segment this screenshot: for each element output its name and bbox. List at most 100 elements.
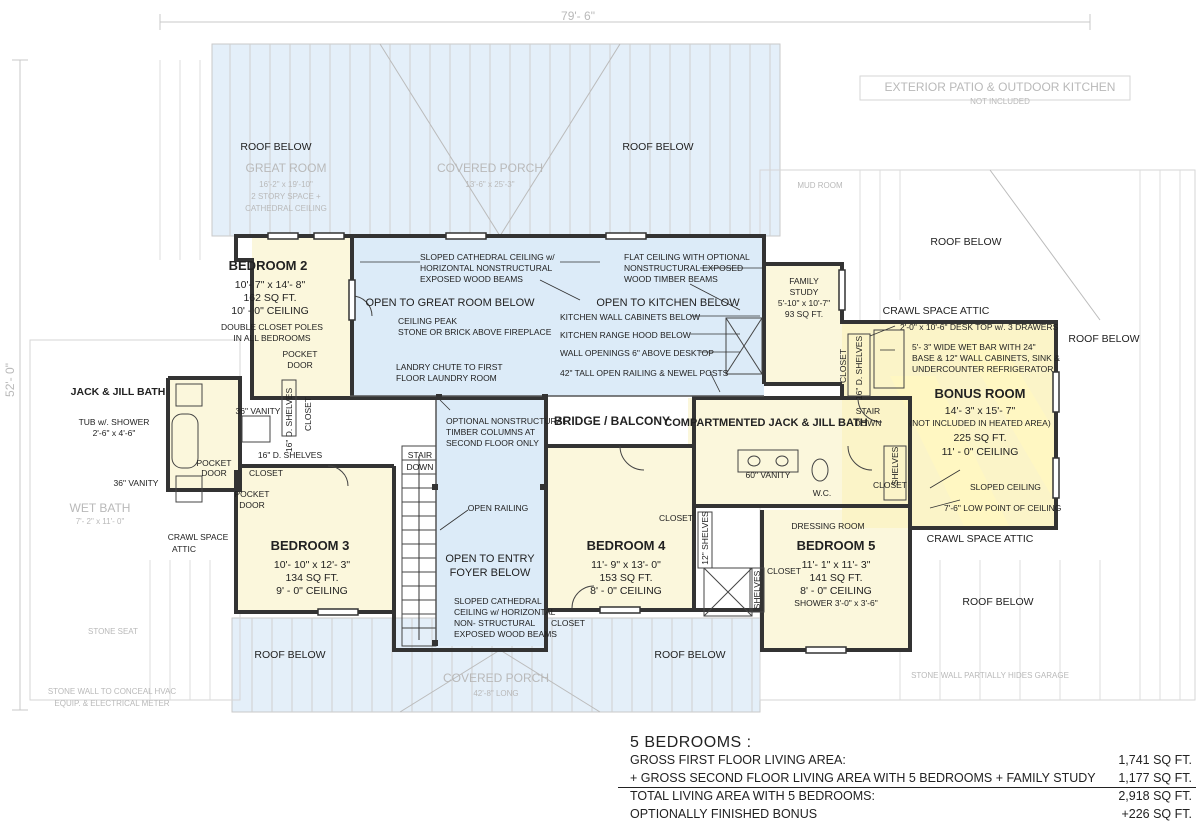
dressing-room-label: DRESSING ROOM (791, 521, 864, 531)
bedroom-2-size: 10'- 7" x 14'- 8" (235, 279, 306, 291)
ghost-wet-bath-size: 7'- 2" x 11'- 0" (76, 517, 125, 526)
bedroom-5-label: DRESSING ROOM BEDROOM 5 11'- 1" x 11'- 3… (791, 521, 877, 608)
sloped-cathedral-note-2: HORIZONTAL NONSTRUCTURAL (420, 263, 553, 273)
ghost-stone-seat: STONE SEAT (88, 627, 138, 636)
summary-row-1-label: GROSS FIRST FLOOR LIVING AREA: (630, 753, 846, 767)
summary-heading: 5 BEDROOMS : (630, 734, 752, 751)
summary-row-4-label: OPTIONALLY FINISHED BONUS (630, 806, 818, 821)
ghost-great-room: GREAT ROOM (246, 161, 327, 175)
area-summary: 5 BEDROOMS : GROSS FIRST FLOOR LIVING AR… (618, 734, 1196, 823)
jack-jill-bath-label: JACK & JILL BATH (71, 386, 166, 398)
timber-cols-note-3: SECOND FLOOR ONLY (446, 438, 539, 448)
ghost-patio: EXTERIOR PATIO & OUTDOOR KITCHEN (885, 80, 1116, 94)
bedroom-2-note1: DOUBLE CLOSET POLES (221, 322, 323, 332)
roof-below-1: ROOF BELOW (240, 141, 311, 153)
bonus-room-area: 225 SQ FT. (953, 432, 1006, 444)
ghost-great-room-note1: 2 STORY SPACE + (251, 192, 321, 201)
crawl-space-attic-1: CRAWL SPACE ATTIC (883, 305, 990, 317)
bedroom-4-ceiling: 8' - 0" CEILING (590, 585, 662, 597)
callout-notes: SLOPED CATHEDRAL CEILING w/ HORIZONTAL N… (396, 252, 1060, 639)
wet-bar-note-1: 5'- 3" WIDE WET BAR WITH 24" (912, 342, 1036, 352)
bedroom-5-shower: SHOWER 3'-0" x 3'-6" (794, 598, 877, 608)
compartmented-bath-label: COMPARTMENTED JACK & JILL BATH (664, 417, 868, 429)
closet-bed4-a: CLOSET (659, 513, 693, 523)
tub-shower-2: 2'-6" x 4'-6" (93, 428, 136, 438)
shelves-bonus-b: SHELVES (890, 446, 900, 485)
vanity-36-left: 36" VANITY (114, 478, 159, 488)
bonus-room-title: BONUS ROOM (935, 386, 1026, 401)
ceiling-peak-note-1: CEILING PEAK (398, 316, 457, 326)
laundry-note-2: FLOOR LAUNDRY ROOM (396, 373, 497, 383)
stair-down-bonus-1: STAIR (856, 406, 880, 416)
flat-ceiling-note-1: FLAT CEILING WITH OPTIONAL (624, 252, 750, 262)
bedroom-5-title: BEDROOM 5 (797, 538, 876, 553)
desk-top-note: 2'-0" x 10'-6" DESK TOP w/. 3 DRAWERS (900, 322, 1059, 332)
low-point-note: 7'-6" LOW POINT OF CEILING (944, 503, 1061, 513)
roof-below-3: ROOF BELOW (930, 236, 1001, 248)
entry-ceiling-note-1: SLOPED CATHEDRAL (454, 596, 542, 606)
pocket-door-b1: POCKET (235, 489, 270, 499)
kitchen-wall-cab-note: KITCHEN WALL CABINETS BELOW (560, 312, 700, 322)
range-hood-note: KITCHEN RANGE HOOD BELOW (560, 330, 691, 340)
ghost-covered-porch-size: 13'-6" x 25'-3" (465, 180, 514, 189)
study-size: 5'-10" x 10'-7" (778, 298, 830, 308)
summary-row-3-label: TOTAL LIVING AREA WITH 5 BEDROOMS: (630, 789, 875, 803)
crawl-space-left-2: ATTIC (172, 544, 196, 554)
open-kitchen-label: OPEN TO KITCHEN BELOW (596, 297, 740, 309)
summary-row-3: TOTAL LIVING AREA WITH 5 BEDROOMS: 2,918… (618, 788, 1196, 806)
small-labels: 36" VANITY 16" D. SHELVES CLOSET 16" D. … (79, 336, 1062, 628)
ghost-linework (12, 14, 1196, 713)
ghost-patio-note: NOT INCLUDED (970, 97, 1030, 106)
summary-row-4-value: +226 SQ FT. (1121, 806, 1192, 821)
closet-bed3: CLOSET (249, 468, 283, 478)
bedroom-4-label: BEDROOM 4 11'- 9" x 13'- 0" 153 SQ FT. 8… (587, 538, 667, 597)
shelves-12: 12" SHELVES (700, 511, 710, 565)
roof-below-2: ROOF BELOW (622, 141, 693, 153)
wall-openings-note: WALL OPENINGS 6" ABOVE DESKTOP (560, 348, 714, 358)
overall-width-dim: 79'- 6" (561, 9, 595, 23)
bedroom-3-ceiling: 9' - 0" CEILING (276, 585, 348, 597)
vanity-36-top: 36" VANITY (236, 406, 281, 416)
entry-ceiling-note-4: EXPOSED WOOD BEAMS (454, 629, 557, 639)
bedroom-2-area: 162 SQ FT. (243, 292, 296, 304)
shelves-16-hall: 16" D. SHELVES (258, 450, 323, 460)
detail-lines (171, 232, 1060, 654)
open-to-entry-fill (436, 400, 546, 646)
bedroom-2-note2: IN ALL BEDROOMS (233, 333, 310, 343)
bridge-balcony-label: BRIDGE / BALCONY (554, 414, 670, 428)
stair-down-1: STAIR (408, 450, 432, 460)
ghost-mud-room: MUD ROOM (797, 181, 843, 190)
wc-label: W.C. (813, 488, 831, 498)
bedroom-5-size: 11'- 1" x 11'- 3" (802, 559, 871, 571)
flat-ceiling-note-2: NONSTRUCTURAL EXPOSED (624, 263, 743, 273)
ghost-front-porch: COVERED PORCH (443, 671, 549, 685)
ghost-great-room-note2: CATHEDRAL CEILING (245, 204, 327, 213)
ghost-wet-bath: WET BATH (70, 501, 131, 515)
bedroom-2-ceiling: 10' - 0" CEILING (231, 305, 309, 317)
bonus-room-note: (NOT INCLUDED IN HEATED AREA) (909, 418, 1051, 428)
bonus-room-ceiling: 11' - 0" CEILING (942, 446, 1019, 458)
overall-depth-dim: 52'- 0" (3, 363, 17, 397)
bedroom-5-ceiling: 8' - 0" CEILING (800, 585, 872, 597)
entry-ceiling-note-3: NON- STRUCTURAL (454, 618, 535, 628)
open-entry-label-2: FOYER BELOW (450, 567, 531, 579)
pocket-door-a2: DOOR (201, 468, 227, 478)
ghost-stone-wall1: STONE WALL TO CONCEAL HVAC (48, 687, 177, 696)
bedroom-3-label: BEDROOM 3 10'- 10" x 12'- 3" 134 SQ FT. … (271, 538, 351, 597)
study-area: 93 SQ FT. (785, 309, 823, 319)
summary-row-2: + GROSS SECOND FLOOR LIVING AREA WITH 5 … (618, 770, 1196, 788)
ceiling-peak-note-2: STONE OR BRICK ABOVE FIREPLACE (398, 327, 552, 337)
area-labels: OPEN TO GREAT ROOM BELOW OPEN TO KITCHEN… (71, 297, 1034, 579)
pocket-door-a1: POCKET (197, 458, 232, 468)
wet-bar-note-2: BASE & 12" WALL CABINETS, SINK & (912, 353, 1060, 363)
closet-bed4-b: CLOSET (551, 618, 585, 628)
bedroom-3-title: BEDROOM 3 (271, 538, 350, 553)
crawl-space-attic-2: CRAWL SPACE ATTIC (927, 533, 1034, 545)
vanity-60: 60" VANITY (746, 470, 791, 480)
summary-row-3-value: 2,918 SQ FT. (1118, 789, 1192, 803)
entry-ceiling-note-2: CEILING w/ HORIZONTAL (454, 607, 556, 617)
bedroom-3-size: 10'- 10" x 12'- 3" (274, 559, 351, 571)
ghost-stone-wall2: EQUIP. & ELECTRICAL METER (54, 699, 169, 708)
flat-ceiling-note-3: WOOD TIMBER BEAMS (624, 274, 718, 284)
